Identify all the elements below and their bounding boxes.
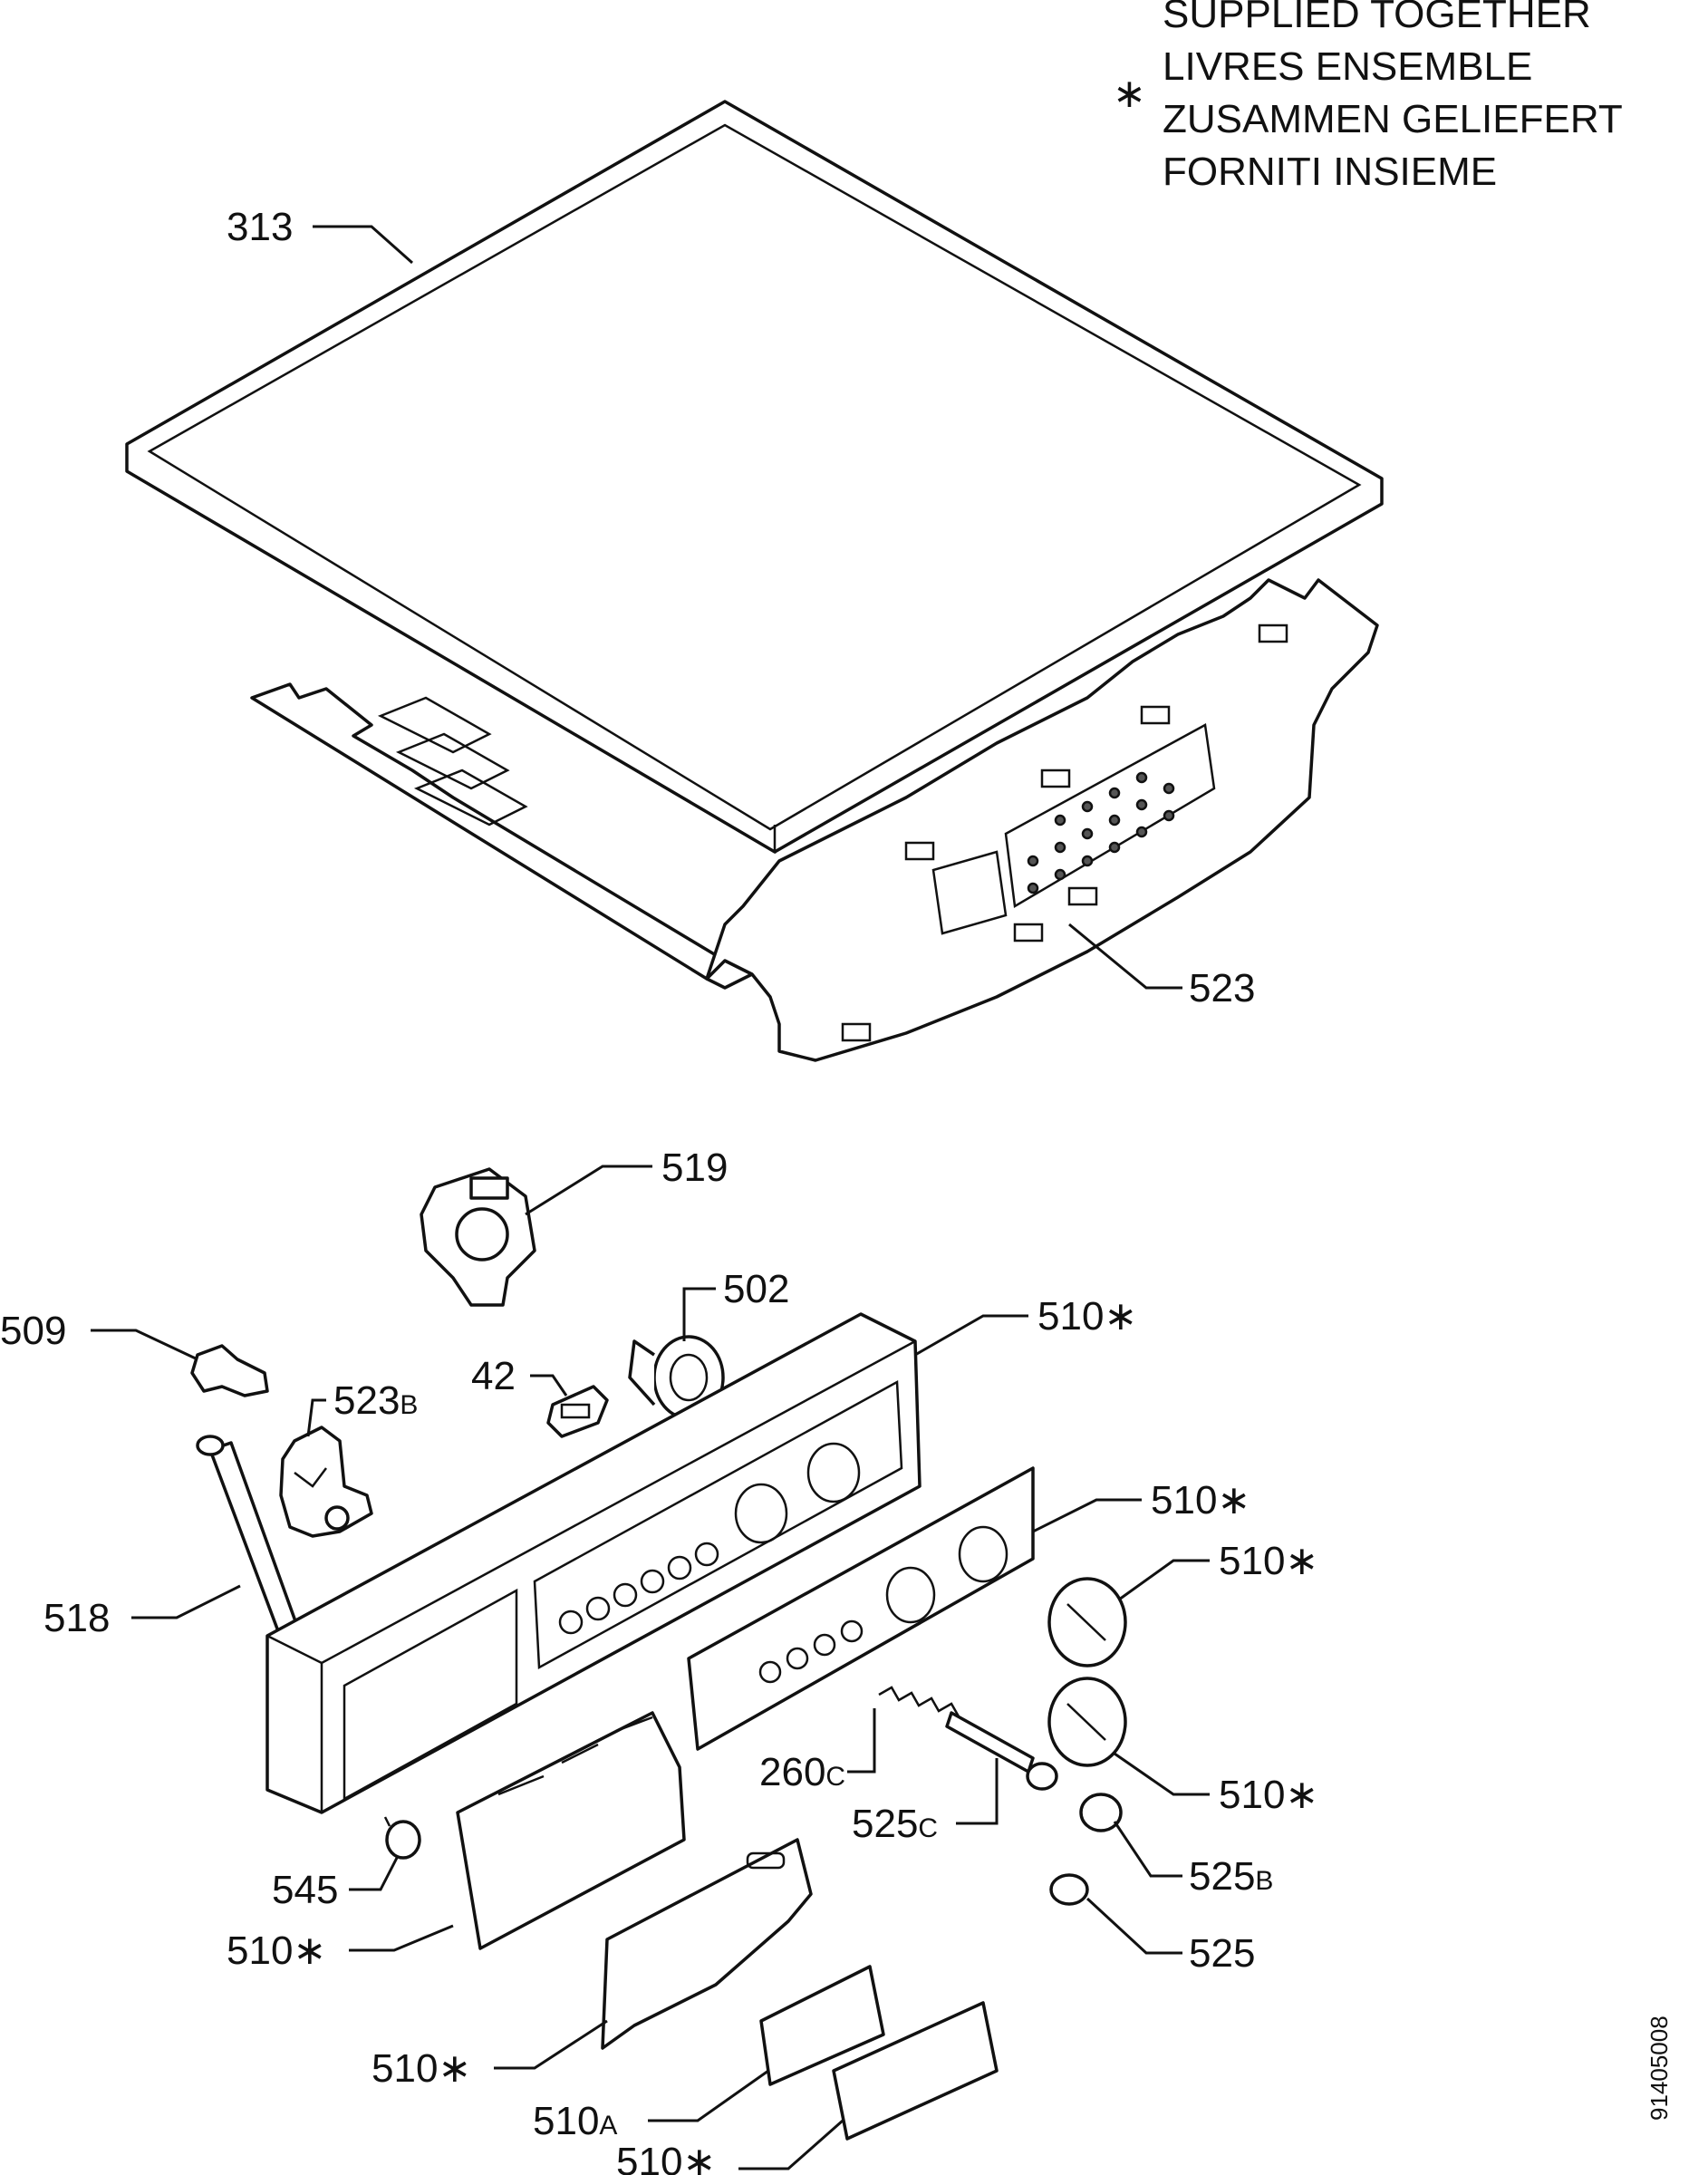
callout-510-drawer: 510∗: [227, 1928, 326, 1973]
callout-510a: 510A: [533, 2099, 617, 2143]
part-545: [383, 1816, 421, 1860]
callout-519: 519: [661, 1146, 728, 1190]
part-525: [1049, 1873, 1089, 1906]
part-523-control-frame: [250, 578, 1379, 1062]
part-313-worktop: [125, 100, 1384, 855]
callout-525: 525: [1189, 1931, 1255, 1976]
callout-313: 313: [227, 205, 293, 249]
callout-518: 518: [43, 1596, 110, 1640]
callout-525c: 525C: [852, 1802, 938, 1846]
callout-510-handle: 510∗: [616, 2140, 716, 2175]
callout-545: 545: [272, 1868, 338, 1912]
part-510-drawer-body: [456, 1711, 686, 1950]
vent-grid: [1027, 771, 1175, 894]
callout-502: 502: [723, 1267, 789, 1311]
callout-labels: 313 523 519 502 509 42 523B 510∗ 510∗ 51…: [0, 205, 1318, 2175]
part-42: [546, 1385, 609, 1438]
callout-510-front: 510∗: [372, 2046, 471, 2091]
callout-525b: 525B: [1189, 1854, 1273, 1899]
legend-line-4: FORNITI INSIEME: [1163, 150, 1497, 194]
part-510-knob-upper: [1047, 1577, 1127, 1668]
legend-line-2: LIVRES ENSEMBLE: [1163, 44, 1532, 89]
legend-line-3: ZUSAMMEN GELIEFERT: [1163, 97, 1623, 141]
part-510-drawer-front: [601, 1838, 813, 2050]
callout-510-strip: 510∗: [1151, 1478, 1250, 1522]
callout-510-panel: 510∗: [1037, 1294, 1137, 1339]
legend-asterisk: ∗: [1113, 72, 1146, 116]
callout-510-knob-lower: 510∗: [1219, 1773, 1318, 1817]
callout-260c: 260C: [759, 1750, 845, 1794]
callout-509: 509: [0, 1309, 66, 1353]
callout-523b: 523B: [333, 1378, 418, 1423]
part-525c-shaft: [945, 1711, 1058, 1791]
part-510a-label: [759, 1965, 885, 2086]
legend-line-1: SUPPLIED TOGETHER: [1163, 0, 1591, 36]
document-number: 91405008: [1645, 2016, 1673, 2121]
callout-523: 523: [1189, 966, 1255, 1010]
part-510-decor-strip: [687, 1466, 1035, 1751]
part-523b: [279, 1426, 373, 1538]
part-510-handle: [832, 2001, 999, 2141]
part-509: [190, 1344, 269, 1397]
part-260c-spring: [878, 1686, 960, 1717]
part-510-control-panel: [265, 1312, 922, 1814]
legend: ∗ SUPPLIED TOGETHER LIVRES ENSEMBLE ZUSA…: [1113, 0, 1623, 194]
part-519: [420, 1167, 536, 1307]
leader-lines: [91, 225, 1210, 2170]
callout-42: 42: [471, 1354, 516, 1398]
callout-510-knob-upper: 510∗: [1219, 1539, 1318, 1583]
part-525b: [1079, 1793, 1123, 1832]
part-510-knob-lower: [1047, 1677, 1127, 1767]
